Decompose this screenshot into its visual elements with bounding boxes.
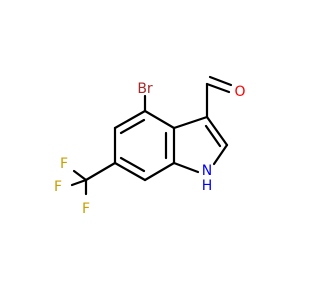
atom-fluorine-bottom: F (82, 201, 90, 217)
bond-cho-o (205, 82, 231, 94)
bond-c6-cf3 (84, 161, 117, 182)
atom-hydrogen-on-nitrogen: H (202, 178, 213, 194)
bond-c3a-c3 (172, 115, 209, 130)
atom-oxygen: O (234, 84, 245, 100)
bond-c4-c5 (113, 109, 147, 130)
bond-cf3-f-top (72, 169, 88, 182)
bond-c3a-c4 (143, 109, 176, 130)
bond-n1-c7a (172, 161, 200, 174)
atom-fluorine-left: F (54, 179, 62, 195)
bond-c4-c5-inner (119, 118, 146, 135)
bond-c3-c2 (205, 115, 229, 147)
atom-bromine: Br (137, 81, 153, 97)
atom-nitrogen: N (202, 163, 212, 179)
structure-diagram: Br O N H F F F (54, 75, 246, 217)
bond-c7-c7a (143, 161, 176, 182)
bond-c2-n1 (212, 143, 229, 166)
bond-cf3-f-left (70, 178, 88, 187)
bond-c6-c7-inner (119, 156, 146, 173)
bond-c6-c7 (113, 161, 147, 182)
structure-canvas: Br O N H F F F (54, 75, 246, 217)
bond-cho-o-double (208, 75, 233, 87)
atom-fluorine-top: F (60, 156, 68, 172)
bond-c3-c2-inner (204, 124, 222, 148)
